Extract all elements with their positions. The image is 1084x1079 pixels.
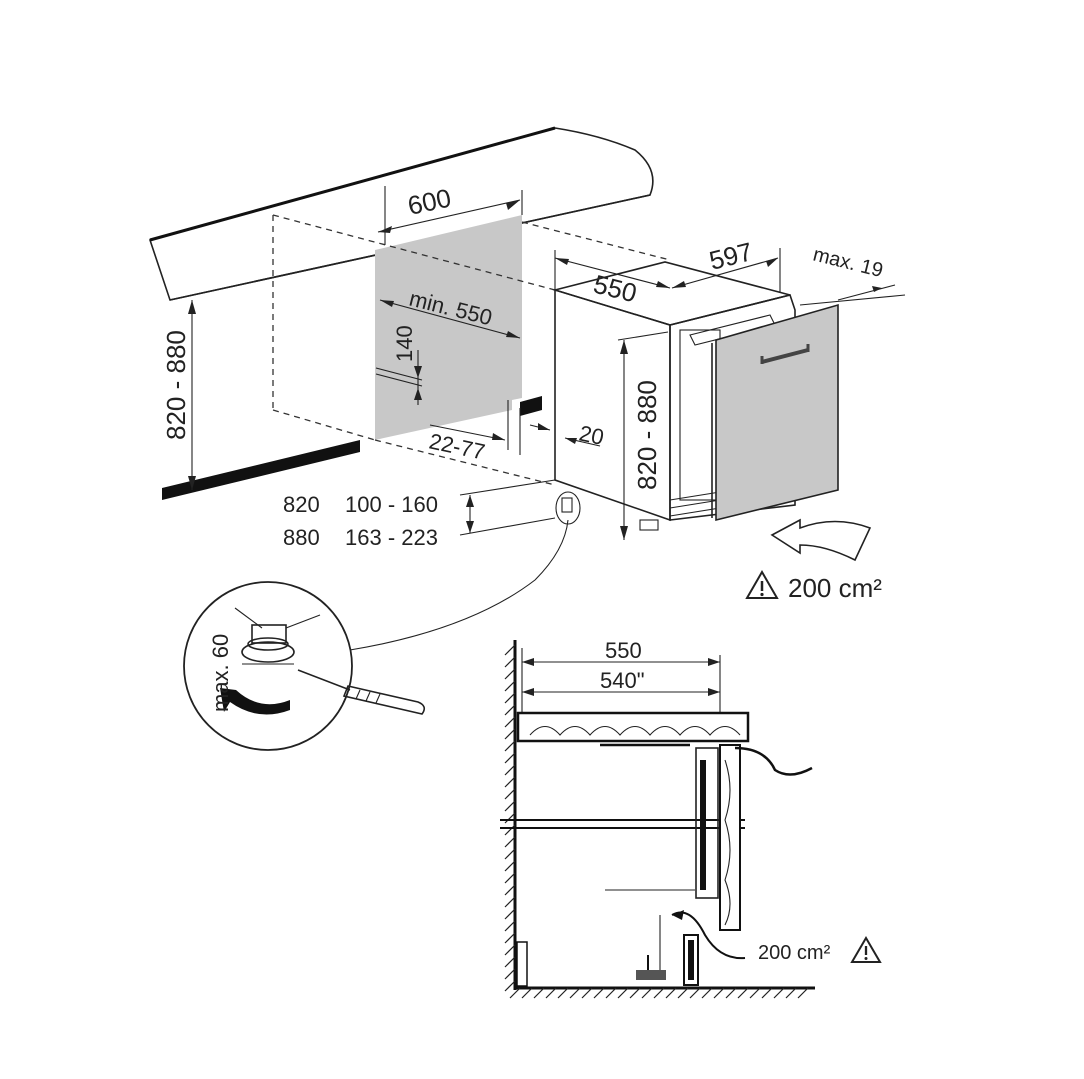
floor-plinth — [162, 396, 542, 500]
wall-hatch-line — [504, 884, 516, 896]
dim-height-appliance: 820 - 880 — [617, 331, 669, 540]
wall-hatch-line — [504, 800, 516, 812]
floor-hatch-line — [665, 987, 677, 999]
floor-hatch-line — [713, 987, 725, 999]
floor-hatch-line — [545, 987, 557, 999]
vent-area-section: 200 cm² — [758, 936, 882, 964]
rotate-arrow-icon — [220, 688, 290, 715]
feet-row-1-height: 820 — [283, 492, 320, 517]
floor-hatch-line — [509, 987, 521, 999]
floor-hatch-line — [533, 987, 545, 999]
feet-row-2-height: 880 — [283, 525, 320, 550]
feet-table: 820 100 - 160 880 163 - 223 — [283, 479, 556, 550]
wall-hatch-line — [504, 956, 516, 968]
wall-hatch-line — [504, 680, 516, 692]
dim-600-label: 600 — [405, 183, 454, 221]
warning-icon — [850, 936, 882, 963]
floor-hatch-line — [677, 987, 689, 999]
floor-hatch-line — [521, 987, 533, 999]
dim-max-19: max. 19 — [799, 244, 906, 306]
wall-hatch-line — [504, 908, 516, 920]
wall-hatch-line — [504, 752, 516, 764]
floor-hatch-line — [617, 987, 629, 999]
dim-550-appliance: 550 — [554, 250, 671, 308]
foot-max-label: max. 60 — [208, 634, 233, 712]
floor-hatch-line — [701, 987, 713, 999]
section-view: 550 540" 200 cm² — [500, 638, 882, 999]
dim-20-label: 20 — [577, 420, 606, 450]
wall-hatch-line — [504, 788, 516, 800]
vent-area-section-label: 200 cm² — [758, 942, 831, 964]
dim-height-left: 820 - 880 — [161, 300, 196, 490]
wall-hatch-line — [504, 812, 516, 824]
floor-hatch-line — [737, 987, 749, 999]
wall-hatch-line — [504, 980, 516, 992]
niche-outline — [272, 214, 671, 486]
floor-hatch-line — [593, 987, 605, 999]
wall-hatch-line — [504, 644, 516, 656]
dim-max-19-label: max. 19 — [811, 244, 885, 283]
floor-hatch-line — [569, 987, 581, 999]
floor-hatch-line — [797, 987, 809, 999]
section-dim-540: 540" — [600, 668, 645, 693]
wall-hatching — [504, 644, 516, 992]
dim-20: 20 — [529, 420, 606, 450]
dim-140: 140 — [375, 325, 423, 405]
wall-hatch-line — [504, 944, 516, 956]
door-panel — [711, 303, 839, 522]
floor-hatch-line — [605, 987, 617, 999]
dim-597: 597 — [671, 236, 781, 292]
feet-row-1-range: 100 - 160 — [345, 492, 438, 517]
floor-hatch-line — [773, 987, 785, 999]
floor-hatch-line — [725, 987, 737, 999]
wall-hatch-line — [504, 704, 516, 716]
floor-hatch-line — [581, 987, 593, 999]
airflow-arrow-icon — [770, 518, 872, 562]
wall-hatch-line — [504, 932, 516, 944]
vent-area-top-label: 200 cm² — [788, 573, 882, 603]
dim-height-left-label: 820 - 880 — [161, 330, 191, 440]
floor-hatch-line — [749, 987, 761, 999]
dim-597-label: 597 — [706, 236, 755, 276]
wall-hatch-line — [504, 968, 516, 980]
floor-hatch-line — [557, 987, 569, 999]
floor-hatch-line — [761, 987, 773, 999]
wall-hatch-line — [504, 896, 516, 908]
floor-hatch-line — [641, 987, 653, 999]
wall-hatch-line — [504, 692, 516, 704]
wall-hatch-line — [504, 656, 516, 668]
floor-hatch-line — [653, 987, 665, 999]
floor-hatch-line — [785, 987, 797, 999]
warning-icon — [745, 569, 779, 599]
detail-circle: max. 60 — [183, 519, 569, 751]
floor-hatch-line — [689, 987, 701, 999]
section-dim-550: 550 — [605, 638, 642, 663]
wall-hatch-line — [504, 920, 516, 932]
wall-hatch-line — [504, 740, 516, 752]
wall-hatch-line — [504, 824, 516, 836]
screwdriver-icon — [297, 669, 426, 715]
wall-hatch-line — [504, 764, 516, 776]
wall-hatch-line — [504, 836, 516, 848]
wall-hatch-line — [504, 668, 516, 680]
dim-22-77-label: 22-77 — [427, 428, 487, 464]
wall-hatch-line — [504, 848, 516, 860]
wall-hatch-line — [504, 728, 516, 740]
dim-140-label: 140 — [392, 325, 417, 362]
vent-area-top: 200 cm² — [745, 569, 882, 603]
wall-hatch-line — [504, 872, 516, 884]
wall-hatch-line — [504, 716, 516, 728]
feet-row-2-range: 163 - 223 — [345, 525, 438, 550]
dim-height-appliance-label: 820 - 880 — [632, 380, 662, 490]
wall-hatch-line — [504, 860, 516, 872]
floor-hatch-line — [629, 987, 641, 999]
wall-hatch-line — [504, 776, 516, 788]
